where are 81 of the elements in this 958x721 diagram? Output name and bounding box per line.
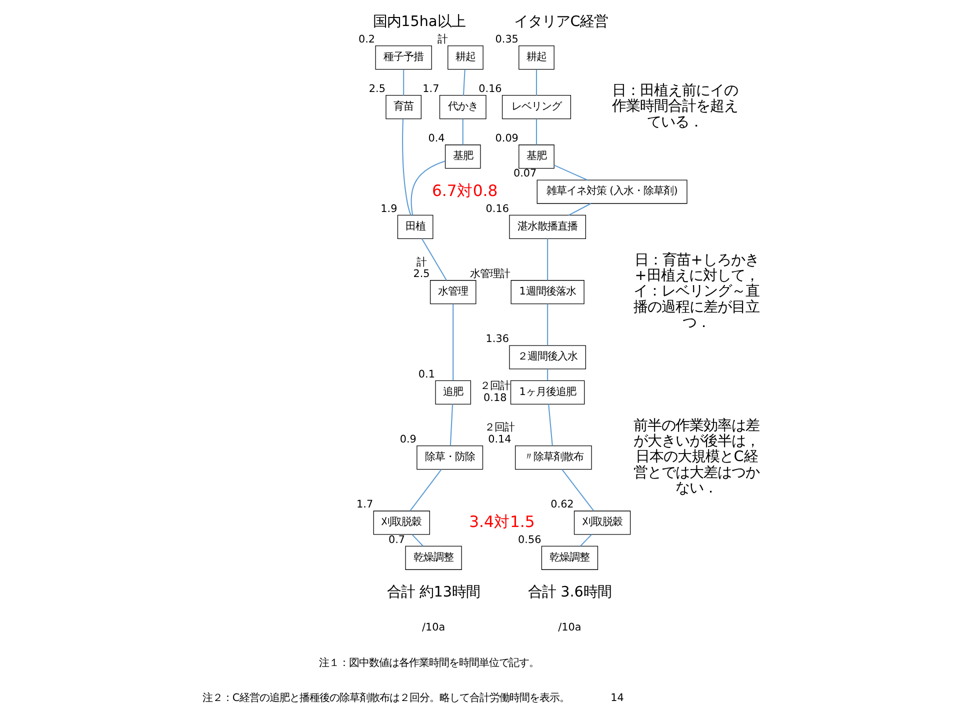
node-label: 0.9 xyxy=(400,433,416,446)
label: /10a xyxy=(558,622,582,634)
node-label: 計 xyxy=(416,256,427,268)
node-box: 種子予措 xyxy=(375,46,432,70)
node-box: 追肥 xyxy=(435,380,472,404)
connector xyxy=(410,469,442,512)
node-box: 耕起 xyxy=(448,46,484,70)
label: 3.4対1.5 xyxy=(469,512,535,531)
node-label: 0.35 xyxy=(495,33,518,46)
node-box: 雑草イネ対策 (入水・除草剤) xyxy=(536,180,688,204)
connector xyxy=(547,369,548,381)
node-box: 乾燥調整 xyxy=(405,546,462,570)
label: 合計 3.6時間 xyxy=(528,584,612,601)
node-label: 0.18 xyxy=(484,392,507,404)
connector xyxy=(580,534,592,546)
node-label: ２回計 xyxy=(484,422,515,434)
connector xyxy=(562,469,594,512)
connector xyxy=(536,69,537,96)
node-label: 0.14 xyxy=(488,433,512,446)
node-box: 田植 xyxy=(397,214,434,239)
node-label: 0.16 xyxy=(486,202,509,215)
node-label: 0.09 xyxy=(495,132,518,144)
node-label: 2.5 xyxy=(368,82,386,95)
connector xyxy=(410,160,446,216)
node-box: 基肥 xyxy=(444,144,481,169)
node-label: 計 xyxy=(438,33,448,46)
label: /10a xyxy=(422,622,446,634)
node-label: 2.5 xyxy=(413,268,430,280)
node-label: 0.4 xyxy=(428,132,445,144)
node-label: 0.16 xyxy=(478,82,502,95)
node-box: 水管理 xyxy=(430,280,476,304)
node-label: 1.7 xyxy=(422,82,440,95)
node-box: レベリング xyxy=(502,95,572,120)
label: 前半の作業効率は差が大きいが後半は，日本の大規模とC経営とでは大差はつかない． xyxy=(634,418,760,496)
node-box: 除草・防除 xyxy=(416,446,484,470)
node-label: 0.07 xyxy=(514,168,537,180)
label: 注１：図中数値は各作業時間を時間単位で記す。 xyxy=(319,656,539,669)
connector xyxy=(412,534,424,546)
node-label: 水管理計 xyxy=(470,268,510,280)
connector xyxy=(554,164,588,180)
connector xyxy=(568,203,592,216)
connector xyxy=(450,404,454,446)
node-box: 1ヶ月後追肥 xyxy=(510,380,585,404)
label: 日：育苗+しろかき+田植えに対して，イ：レベリング～直播の過程に差が目立つ． xyxy=(634,252,760,332)
node-label: 0.62 xyxy=(550,498,574,511)
connector xyxy=(402,119,412,216)
connector xyxy=(462,69,466,96)
label: 国内15ha以上 xyxy=(373,14,466,30)
node-label: 0.7 xyxy=(388,534,406,546)
connector xyxy=(403,69,404,96)
node-box: 代かき xyxy=(439,95,486,120)
connector xyxy=(462,118,464,145)
connector xyxy=(421,238,447,280)
node-box: 育苗 xyxy=(386,95,422,120)
label: 日：田植え前にイの作業時間合計を超えている． xyxy=(612,83,738,130)
label: 14 xyxy=(610,692,624,704)
node-box: 1週間後落水 xyxy=(510,280,584,304)
node-box: 耕起 xyxy=(518,46,554,70)
node-label: 1.9 xyxy=(380,202,398,215)
node-box: 〃除草剤散布 xyxy=(515,446,592,470)
label: 注２：C経営の追肥と播種後の除草剤散布は２回分。略して合計労働時間を表示。 xyxy=(202,692,570,704)
node-label: 1.36 xyxy=(486,333,509,346)
connector xyxy=(548,404,553,446)
connector xyxy=(547,304,548,346)
node-box: 刈取脱穀 xyxy=(373,510,430,535)
label: 合計 約13時間 xyxy=(387,584,480,601)
node-label: 1.7 xyxy=(356,498,374,511)
node-box: 基肥 xyxy=(518,144,554,169)
connector xyxy=(547,238,548,280)
connector xyxy=(452,304,454,380)
label: 6.7対0.8 xyxy=(432,180,498,200)
connector xyxy=(536,118,537,145)
node-label: 0.1 xyxy=(418,368,435,380)
node-box: 乾燥調整 xyxy=(541,546,598,570)
node-label: 0.56 xyxy=(518,534,542,546)
node-box: 刈取脱穀 xyxy=(574,510,631,535)
node-box: 湛水散播直播 xyxy=(509,214,586,239)
node-label: ２回計 xyxy=(480,380,510,392)
node-label: 0.2 xyxy=(358,33,376,46)
node-box: ２週間後入水 xyxy=(509,345,586,370)
label: イタリアC経営 xyxy=(514,14,608,30)
